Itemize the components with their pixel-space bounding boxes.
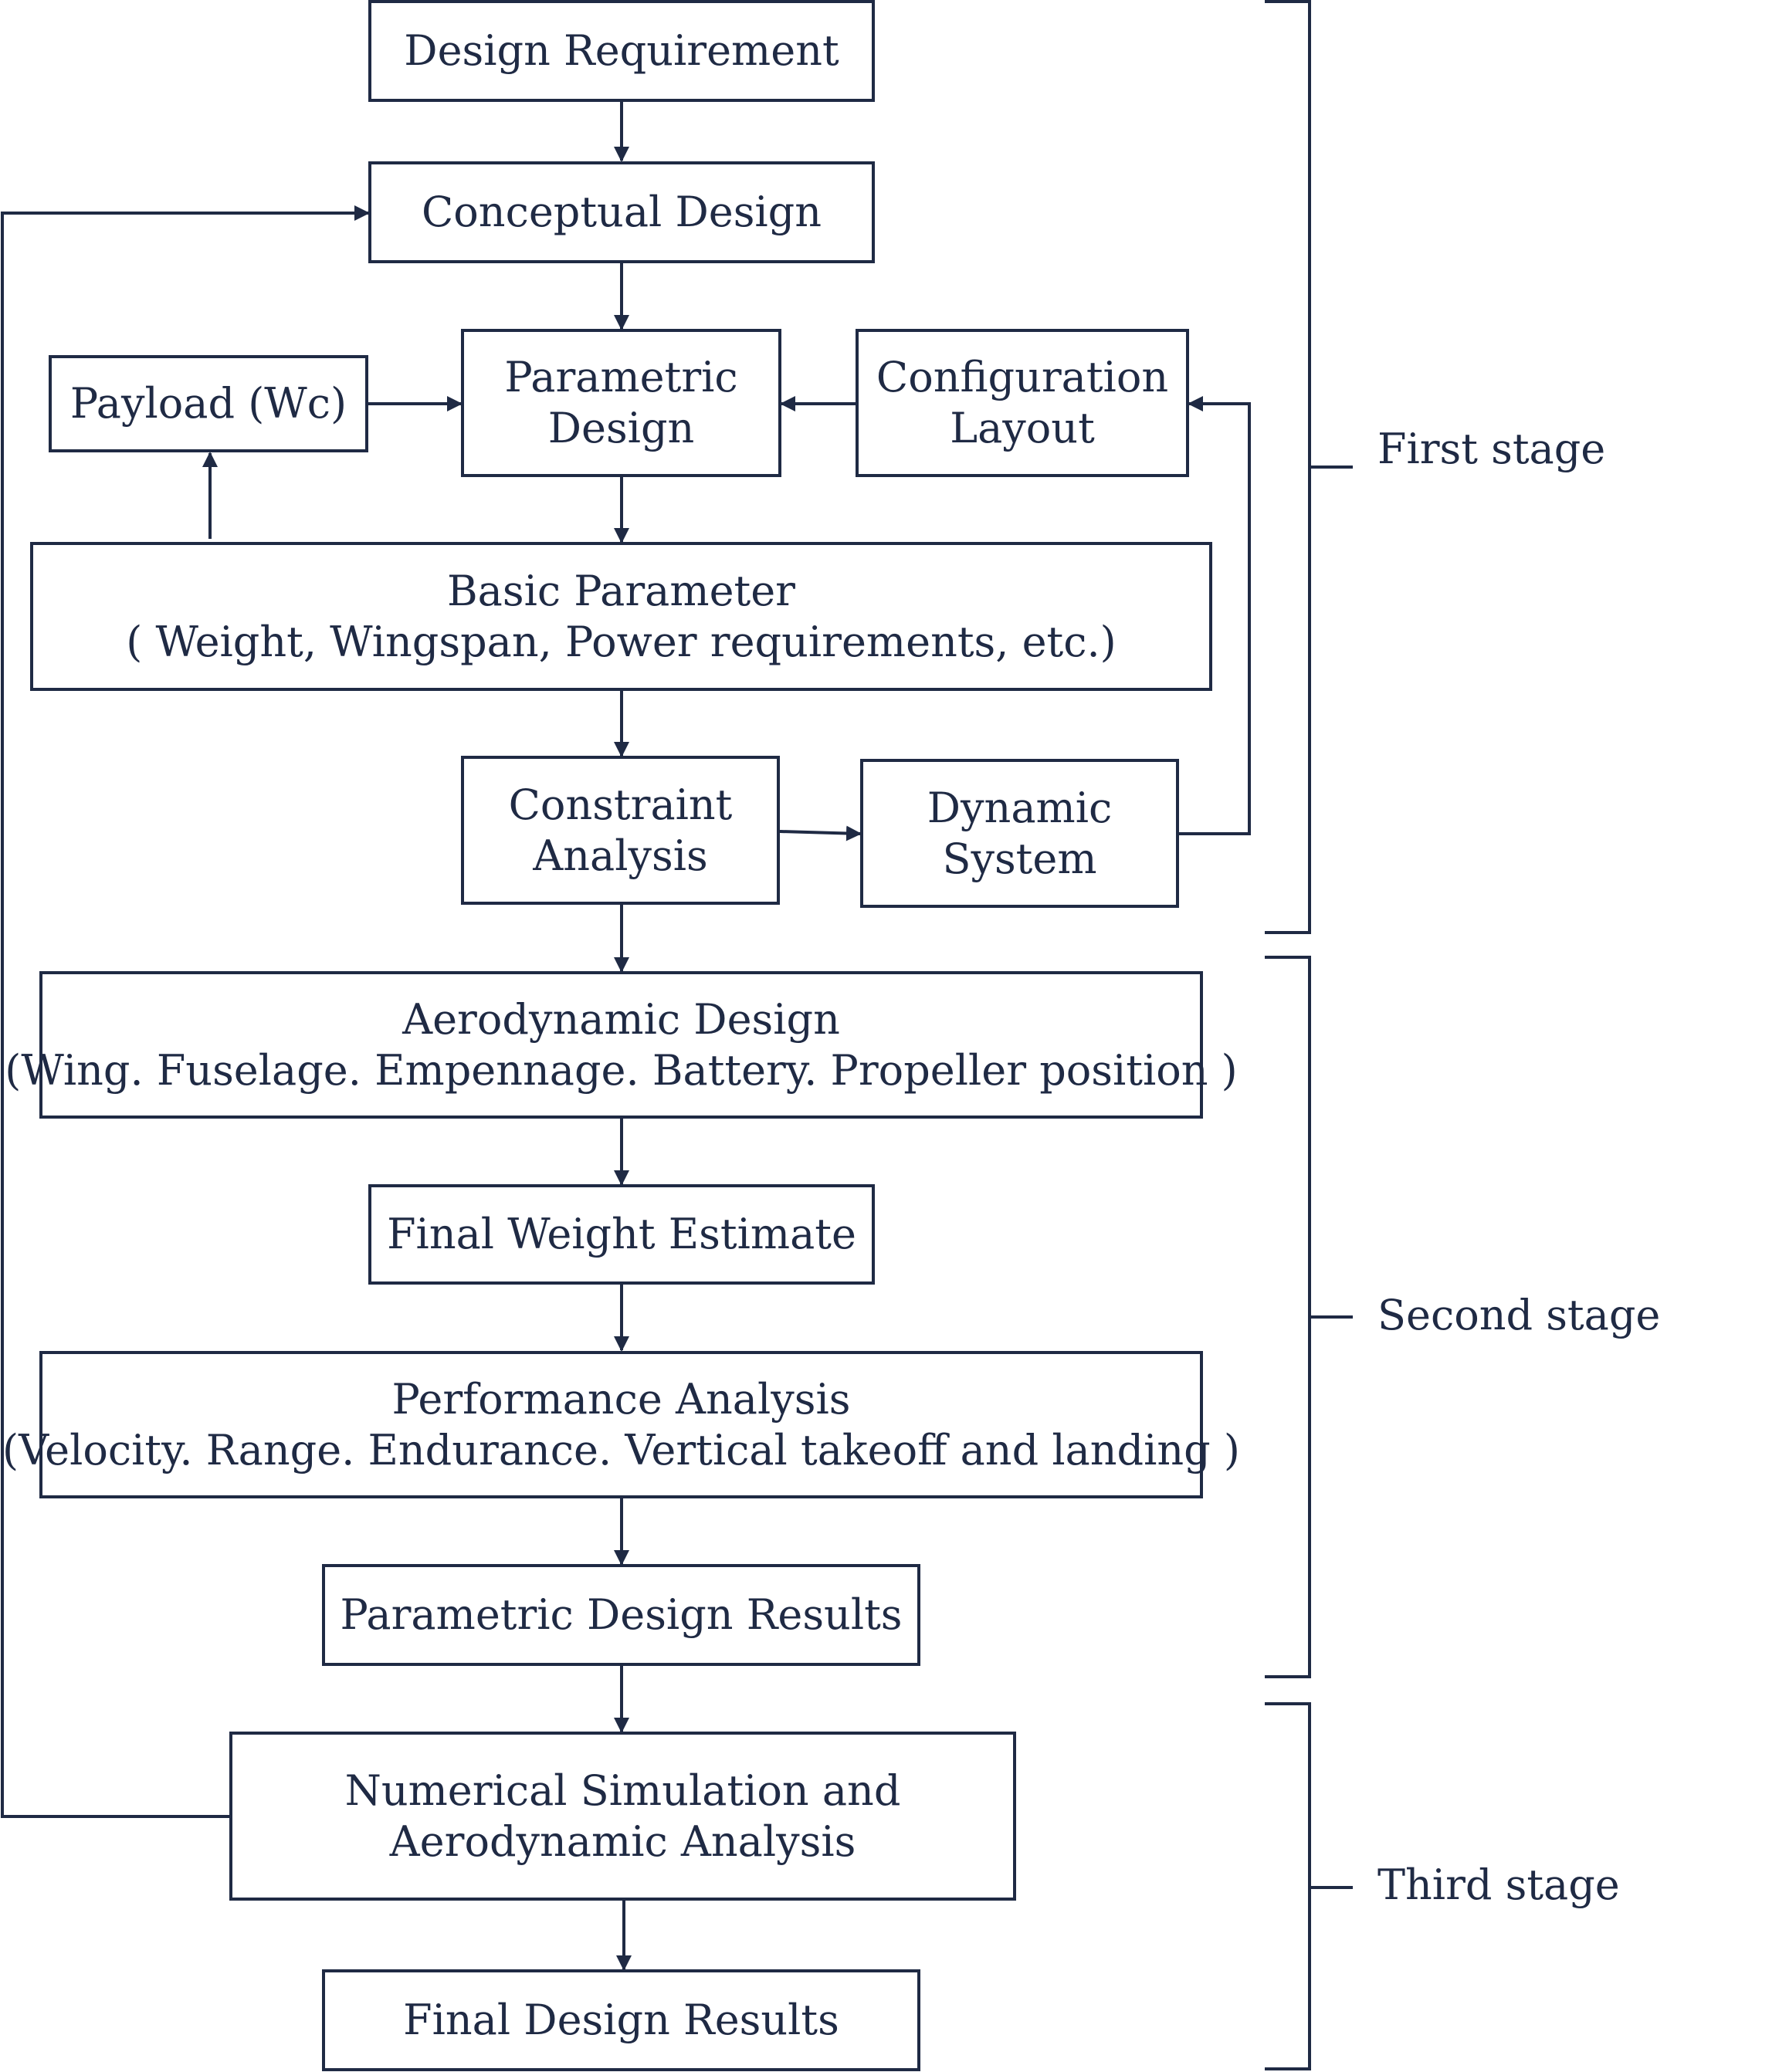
dynamic-system-line-2: System [942,834,1097,883]
dynamic-system-line-1: Dynamic [927,783,1113,832]
bracket-first-stage [1265,0,1311,934]
parametric-design-line-2: Design [547,404,695,452]
payload-line-1: Payload (Wc) [69,379,347,428]
basic-parameter-box: Basic Parameter ( Weight, Wingspan, Powe… [30,542,1212,691]
performance-analysis-line-2: (Velocity. Range. Endurance. Vertical ta… [2,1425,1240,1474]
parametric-design-box: Parametric Design [461,329,781,477]
parametric-design-results-line-1: Parametric Design Results [340,1590,903,1639]
numerical-simulation-box: Numerical Simulation and Aerodynamic Ana… [229,1732,1016,1901]
parametric-design-line-1: Parametric [504,353,738,401]
design-requirement-box: Design Requirement [368,0,875,102]
performance-analysis-box: Performance Analysis (Velocity. Range. E… [2,1351,1240,1498]
parametric-design-results-box: Parametric Design Results [322,1564,920,1666]
final-design-results-box: Final Design Results [322,1969,920,2071]
feedback-loop-simulation-to-conceptual [1,205,370,1818]
arrow-constraint-to-dynamic [779,825,862,841]
arrow-dynamic-to-configuration [1179,396,1251,835]
basic-parameter-line-2: ( Weight, Wingspan, Power requirements, … [126,617,1117,666]
constraint-analysis-line-1: Constraint [508,780,733,829]
third-stage-label: Third stage [1377,1860,1620,1909]
payload-box: Payload (Wc) [49,355,368,452]
bracket-third-stage [1265,1702,1311,2070]
bracket-second-stage [1265,956,1311,1678]
numerical-simulation-line-1: Numerical Simulation and [344,1766,901,1815]
first-stage-label: First stage [1377,425,1606,473]
configuration-layout-line-1: Configuration [876,353,1169,401]
numerical-simulation-line-2: Aerodynamic Analysis [389,1816,856,1866]
conceptual-design-box: Conceptual Design [368,161,875,263]
constraint-analysis-box: Constraint Analysis [461,756,780,905]
second-stage-label: Second stage [1377,1291,1661,1339]
final-design-results-line-1: Final Design Results [403,1996,839,2044]
constraint-analysis-line-2: Analysis [533,831,708,880]
final-weight-estimate-box: Final Weight Estimate [368,1184,875,1285]
basic-parameter-line-1: Basic Parameter [446,566,795,615]
configuration-layout-line-2: Layout [950,404,1095,452]
aerodynamic-design-box: Aerodynamic Design (Wing. Fuselage. Empe… [5,971,1238,1119]
performance-analysis-line-1: Performance Analysis [391,1374,851,1424]
final-weight-estimate-line-1: Final Weight Estimate [387,1210,856,1258]
aerodynamic-design-line-1: Aerodynamic Design [402,994,840,1044]
conceptual-design-line-1: Conceptual Design [421,188,822,236]
dynamic-system-box: Dynamic System [860,759,1179,908]
aerodynamic-design-line-2: (Wing. Fuselage. Empennage. Battery. Pro… [5,1045,1238,1095]
design-requirement-line-1: Design Requirement [404,26,839,75]
configuration-layout-box: Configuration Layout [856,329,1189,477]
